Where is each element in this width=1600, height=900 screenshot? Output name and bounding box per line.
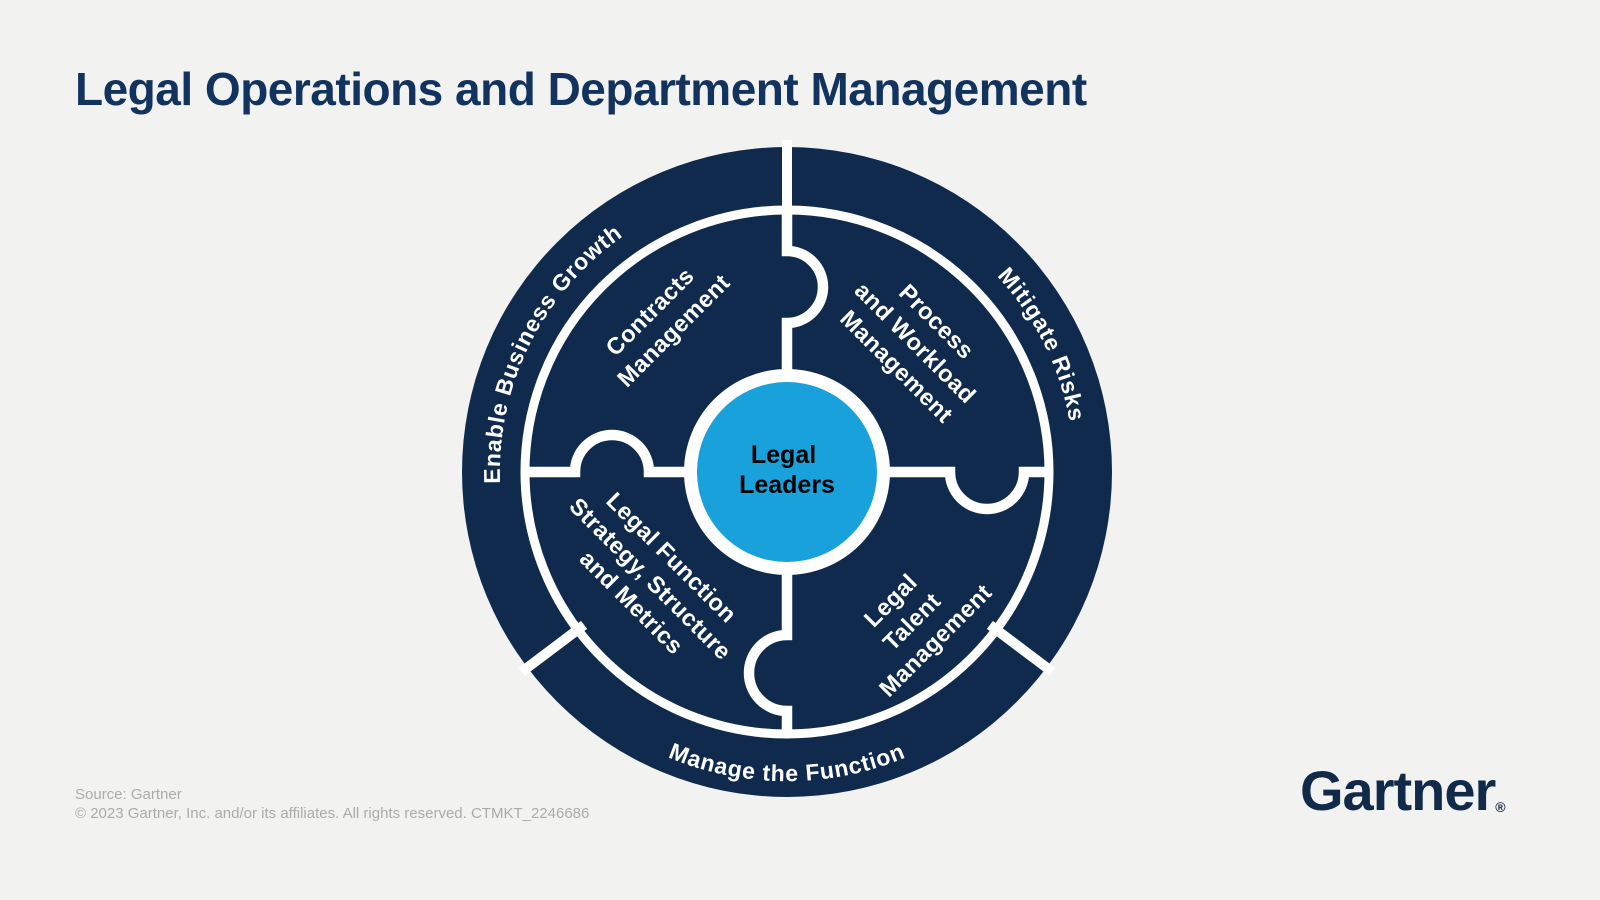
gartner-logo-text: Gartner (1300, 759, 1496, 822)
puzzle-divider-left (525, 429, 691, 478)
gartner-logo: Gartner® (1300, 758, 1506, 823)
outer-gap-bottom-right (986, 620, 1056, 676)
footer-source-line: Source: Gartner (75, 786, 182, 803)
registered-trademark-icon: ® (1495, 799, 1506, 815)
footer-copyright-line: © 2023 Gartner, Inc. and/or its affiliat… (75, 805, 590, 822)
puzzle-dividers (525, 210, 1049, 734)
puzzle-divider-top (781, 210, 829, 376)
hub-line-1: Legal (751, 441, 816, 469)
puzzle-divider-bottom (743, 568, 793, 734)
outer-gap-bottom-left (518, 620, 588, 676)
legal-operations-wheel: Legal Leaders Contracts Management Proce… (447, 132, 1127, 812)
page-title: Legal Operations and Department Manageme… (75, 63, 1087, 115)
footer-source-note: Source: Gartner © 2023 Gartner, Inc. and… (75, 785, 589, 823)
hub-circle (697, 382, 877, 562)
outer-ring-gaps (518, 140, 1056, 676)
hub-line-2: Leaders (739, 471, 835, 499)
hub-label-legal-leaders: Legal Leaders (739, 441, 835, 499)
puzzle-divider-right (883, 466, 1049, 515)
wheel-svg: Legal Leaders Contracts Management Proce… (462, 140, 1112, 797)
